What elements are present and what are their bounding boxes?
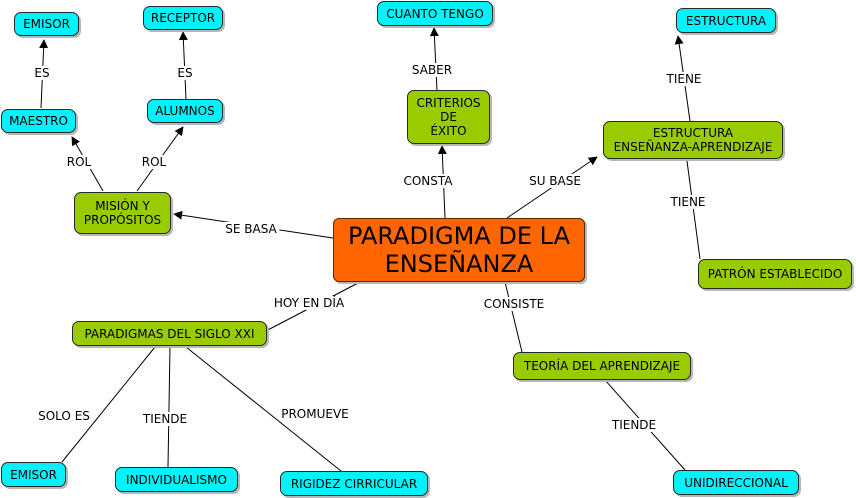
link-label-tiene: TIENE <box>664 72 704 86</box>
link-label-solo-es: SOLO ES <box>36 409 92 423</box>
concept-cuanto-tengo[interactable]: CUANTO TENGO <box>377 1 493 26</box>
link-ea-patron <box>686 160 701 260</box>
concept-individualismo[interactable]: INDIVIDUALISMO <box>115 467 238 492</box>
concept-mision-y-propositos[interactable]: MISIÓN Y PROPÓSITOS <box>74 192 171 234</box>
link-label-tiende: TIENDE <box>609 418 659 432</box>
concept-criterios-de-exito[interactable]: CRITERIOS DE ÉXITO <box>407 90 490 144</box>
link-label-consta: CONSTA <box>401 174 455 188</box>
link-label-consiste: CONSISTE <box>481 297 547 311</box>
link-siglo-rigidez <box>185 346 342 472</box>
link-label-tiende: TIENDE <box>140 412 190 426</box>
concept-alumnos[interactable]: ALUMNOS <box>147 99 223 123</box>
link-siglo-emisor <box>61 346 156 463</box>
concept-emisor[interactable]: EMISOR <box>14 12 79 36</box>
concept-paradigmas-del-siglo-xxi[interactable]: PARADIGMAS DEL SIGLO XXI <box>72 321 267 346</box>
concept-unidireccional[interactable]: UNIDIRECCIONAL <box>673 470 799 495</box>
concept-emisor-bottom[interactable]: EMISOR <box>1 462 66 487</box>
link-label-es: ES <box>175 66 195 80</box>
link-label-su-base: SU BASE <box>527 174 583 188</box>
link-main-teoria <box>504 281 523 353</box>
link-label-tiene: TIENE <box>668 195 708 209</box>
concept-receptor[interactable]: RECEPTOR <box>143 6 223 30</box>
link-label-rol: ROL <box>139 155 169 169</box>
link-label-saber: SABER <box>409 63 455 77</box>
link-label-promueve: PROMUEVE <box>279 407 351 421</box>
link-label-rol: ROL <box>64 155 94 169</box>
link-siglo-individualismo <box>167 346 171 468</box>
concept-estructura-ensenanza-aprendizaje[interactable]: ESTRUCTURA ENSEÑANZA-APRENDIZAJE <box>603 121 783 159</box>
link-label-hoy-en-dia: HOY EN DÍA <box>271 296 347 310</box>
link-criterios-cuanto <box>429 27 439 91</box>
link-label-se-basa: SE BASA <box>223 222 279 236</box>
central-concept-paradigma-de-la-ensenanza[interactable]: PARADIGMA DE LA ENSEÑANZA <box>333 218 585 282</box>
concept-patron-establecido[interactable]: PATRÓN ESTABLECIDO <box>698 259 852 289</box>
concept-teoria-del-aprendizaje[interactable]: TEORÍA DEL APRENDIZAJE <box>513 352 691 380</box>
concept-estructura[interactable]: ESTRUCTURA <box>676 8 776 33</box>
concept-maestro[interactable]: MAESTRO <box>1 109 76 133</box>
concept-rigidez-cirricular[interactable]: RIGIDEZ CIRRICULAR <box>280 471 428 496</box>
link-alumnos-receptor <box>178 31 188 100</box>
link-label-es: ES <box>32 66 52 80</box>
